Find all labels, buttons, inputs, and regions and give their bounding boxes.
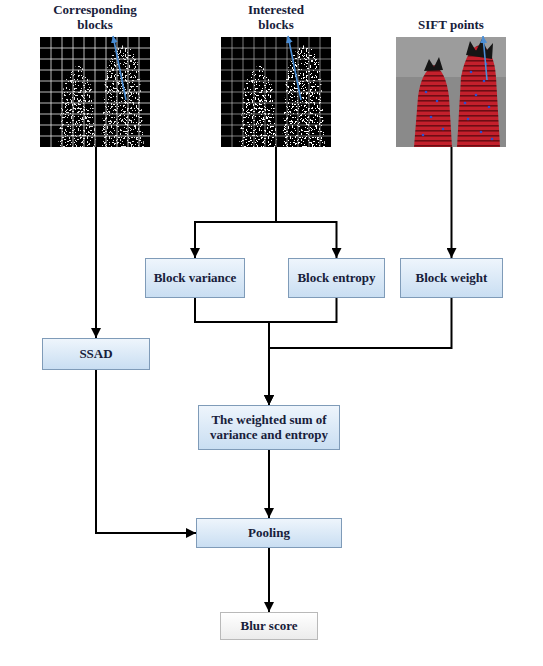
flow-arrow [195, 298, 269, 405]
flow-arrow [451, 147, 453, 258]
box-label: Blur score [241, 619, 298, 634]
flow-arrow [268, 548, 270, 612]
image-panel: SIFT points [396, 3, 506, 147]
process-box: The weighted sum of variance and entropy [198, 405, 340, 450]
process-box: SSAD [42, 338, 150, 370]
image-panel: Interested blocks [221, 3, 331, 147]
image-caption: SIFT points [403, 3, 499, 33]
box-label: The weighted sum of variance and entropy [205, 413, 333, 443]
box-label: Block variance [154, 271, 237, 286]
box-label: Block weight [416, 271, 488, 286]
flow-arrow [268, 450, 270, 518]
process-box: Pooling [196, 518, 342, 548]
flow-arrow [96, 370, 196, 533]
flow-arrow [95, 147, 97, 338]
process-box: Block entropy [288, 258, 385, 298]
process-box: Block weight [400, 258, 503, 298]
box-label: SSAD [79, 347, 112, 362]
flow-arrow [269, 298, 337, 405]
flow-arrow [276, 147, 337, 258]
image-caption: Interested blocks [234, 3, 318, 33]
image-panel: Corresponding blocks [40, 3, 150, 147]
image-caption: Corresponding blocks [43, 3, 147, 33]
block-image [40, 37, 150, 147]
block-image [221, 37, 331, 147]
box-label: Block entropy [297, 271, 375, 286]
flow-arrow [195, 147, 276, 258]
sift-image [396, 37, 506, 147]
output-box: Blur score [220, 612, 318, 640]
box-label: Pooling [248, 526, 290, 541]
pointer-arrow [113, 36, 487, 100]
process-box: Block variance [145, 258, 245, 298]
flow-arrow [269, 298, 452, 405]
